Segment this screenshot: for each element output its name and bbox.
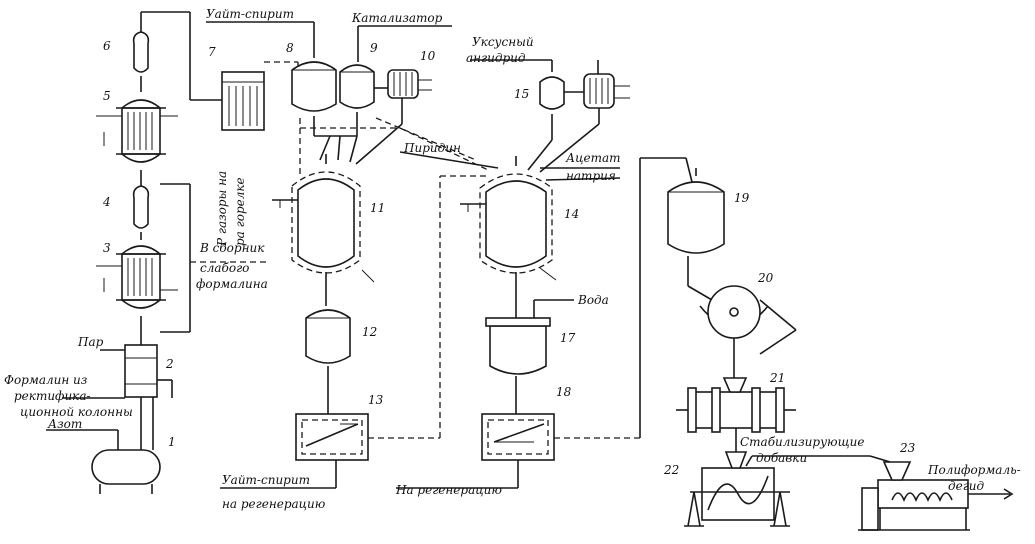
label-stabilizers-2: добавки <box>756 451 807 465</box>
filter-18 <box>481 413 555 461</box>
reactor-14 <box>460 156 557 281</box>
label-formalin-1: Формалин из <box>4 373 87 387</box>
dryer-21 <box>676 368 796 452</box>
evaporator-2 <box>124 344 158 398</box>
top-middle-piping <box>206 21 452 165</box>
label-product-2: дегид <box>948 479 985 493</box>
label-to-regeneration: На регенерацию <box>395 483 502 497</box>
vessel-8 <box>291 61 337 112</box>
right-section-piping <box>745 455 891 467</box>
label-formalin-3: ционной колонны <box>20 405 133 419</box>
unit-number-11: 11 <box>370 201 385 215</box>
unit-number-12: 12 <box>362 325 377 339</box>
extruder-23 <box>858 461 1014 531</box>
unit-number-8: 8 <box>286 41 294 55</box>
label-stabilizers-1: Стабилизирующие <box>740 435 864 449</box>
vessel-15 <box>539 76 565 110</box>
unit-number-21: 21 <box>769 371 785 385</box>
label-white-spirit-in: Уайт-спирит <box>206 7 294 21</box>
unit-number-1: 1 <box>168 435 176 449</box>
label-acetic-anhydride-1: Уксусный <box>472 35 534 49</box>
unit-number-7: 7 <box>208 45 216 59</box>
mixer-22 <box>684 451 790 527</box>
unit-number-10: 10 <box>420 49 436 63</box>
unit-number-6: 6 <box>103 39 111 53</box>
unit-number-15: 15 <box>514 87 529 101</box>
left-column-piping <box>46 11 222 450</box>
label-acetic-anhydride-2: ангидрид <box>466 51 526 65</box>
dashed-top-middle <box>299 117 489 178</box>
label-to-burner-2: ра горелке <box>233 177 247 246</box>
label-water: Вода <box>577 293 609 307</box>
label-catalyst: Катализатор <box>351 11 443 25</box>
label-steam: Пар <box>77 335 104 349</box>
unit-number-23: 23 <box>899 441 916 455</box>
burner-7 <box>221 71 265 131</box>
separator-4 <box>132 185 150 229</box>
upper-right-middle-piping <box>399 59 621 181</box>
filter-13-piping <box>220 175 488 489</box>
unit-number-14: 14 <box>564 207 579 221</box>
filter-13 <box>295 413 369 461</box>
label-to-weak-tank-1: В сборник <box>199 241 265 255</box>
label-formalin-2: ректифика- <box>14 389 91 403</box>
condenser-16 <box>583 73 630 109</box>
vessel-19 <box>667 168 725 254</box>
reactor-11 <box>272 154 375 283</box>
unit-number-17: 17 <box>560 331 576 345</box>
unit-number-3: 3 <box>103 241 111 255</box>
unit-number-19: 19 <box>734 191 750 205</box>
label-white-spirit-regen-1: Уайт-спирит <box>222 473 310 487</box>
heat-exchanger-5 <box>116 99 166 163</box>
unit-number-2: 2 <box>165 357 174 371</box>
vessel-9 <box>339 64 375 109</box>
label-to-weak-tank-3: формалина <box>196 277 268 291</box>
tank-1 <box>91 449 161 494</box>
filter-18-piping <box>396 157 693 489</box>
label-product-1: Полиформаль- <box>927 463 1021 477</box>
label-sodium-acetate-2: натрия <box>566 169 616 183</box>
heat-exchanger-3 <box>116 245 166 309</box>
drum-20 <box>699 285 797 368</box>
separator-6 <box>132 31 150 73</box>
unit-number-13: 13 <box>368 393 384 407</box>
unit-number-20: 20 <box>757 271 774 285</box>
label-white-spirit-regen-2: на регенерацию <box>222 497 326 511</box>
label-pyridine: Пиридин <box>403 141 461 155</box>
label-sodium-acetate-1: Ацетат <box>565 151 620 165</box>
vessel-12 <box>305 309 351 364</box>
label-to-weak-tank-2: слабого <box>200 261 249 275</box>
unit-number-22: 22 <box>663 463 679 477</box>
unit-number-5: 5 <box>103 89 111 103</box>
unit-number-18: 18 <box>556 385 572 399</box>
vessel-17 <box>485 317 551 375</box>
label-nitrogen: Азот <box>47 417 82 431</box>
label-to-burner-1: Р газоры на <box>215 171 229 247</box>
unit-number-4: 4 <box>102 195 111 209</box>
unit-number-9: 9 <box>370 41 378 55</box>
condenser-10 <box>387 69 432 99</box>
